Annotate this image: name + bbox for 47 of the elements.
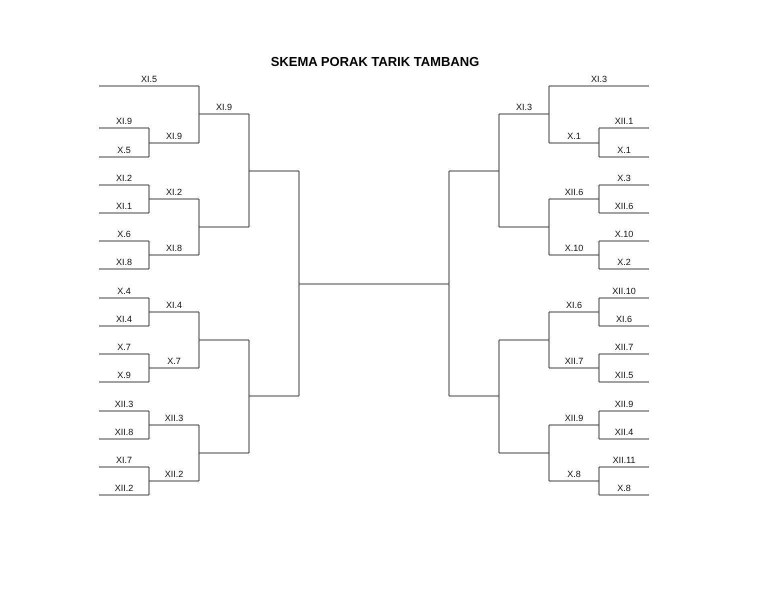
- bracket-title: SKEMA PORAK TARIK TAMBANG: [270, 54, 480, 69]
- team-label: X.8: [617, 483, 631, 493]
- team-label: XII.7: [564, 356, 584, 366]
- team-label: X.4: [117, 286, 131, 296]
- team-label: X.2: [617, 257, 631, 267]
- team-label: XI.9: [216, 102, 232, 112]
- team-label: XI.9: [166, 131, 182, 141]
- team-label: XII.9: [614, 399, 634, 409]
- team-label: XII.8: [114, 427, 134, 437]
- team-label: XII.4: [614, 427, 634, 437]
- team-label: XII.2: [164, 469, 184, 479]
- team-label: X.1: [567, 131, 581, 141]
- team-label: XII.10: [612, 286, 636, 296]
- team-label: XII.1: [614, 116, 634, 126]
- team-label: XI.9: [116, 116, 132, 126]
- team-label: XI.6: [616, 314, 632, 324]
- team-label: X.1: [617, 145, 631, 155]
- team-label: XII.11: [612, 455, 636, 465]
- team-label: XI.2: [166, 187, 182, 197]
- team-label: XI.8: [116, 257, 132, 267]
- team-label: XI.6: [566, 300, 582, 310]
- team-label: XII.9: [564, 413, 584, 423]
- team-label: XII.6: [614, 201, 634, 211]
- team-label: XI.3: [591, 74, 607, 84]
- team-label: XI.4: [116, 314, 132, 324]
- team-label: XI.2: [116, 173, 132, 183]
- team-label: X.6: [117, 229, 131, 239]
- team-label: X.7: [117, 342, 131, 352]
- team-label: XI.7: [116, 455, 132, 465]
- team-label: X.7: [167, 356, 181, 366]
- team-label: X.10: [614, 229, 634, 239]
- team-label: XII.3: [114, 399, 134, 409]
- team-label: XI.1: [116, 201, 132, 211]
- team-label: X.8: [567, 469, 581, 479]
- team-label: XI.5: [141, 74, 157, 84]
- team-label: X.3: [617, 173, 631, 183]
- team-label: XI.3: [516, 102, 532, 112]
- team-label: XII.3: [164, 413, 184, 423]
- team-label: X.9: [117, 370, 131, 380]
- team-label: XII.5: [614, 370, 634, 380]
- team-label: XII.6: [564, 187, 584, 197]
- team-label: XII.7: [614, 342, 634, 352]
- team-label: XI.4: [166, 300, 182, 310]
- team-label: X.10: [564, 243, 584, 253]
- team-label: XII.2: [114, 483, 134, 493]
- team-label: XI.8: [166, 243, 182, 253]
- team-label: X.5: [117, 145, 131, 155]
